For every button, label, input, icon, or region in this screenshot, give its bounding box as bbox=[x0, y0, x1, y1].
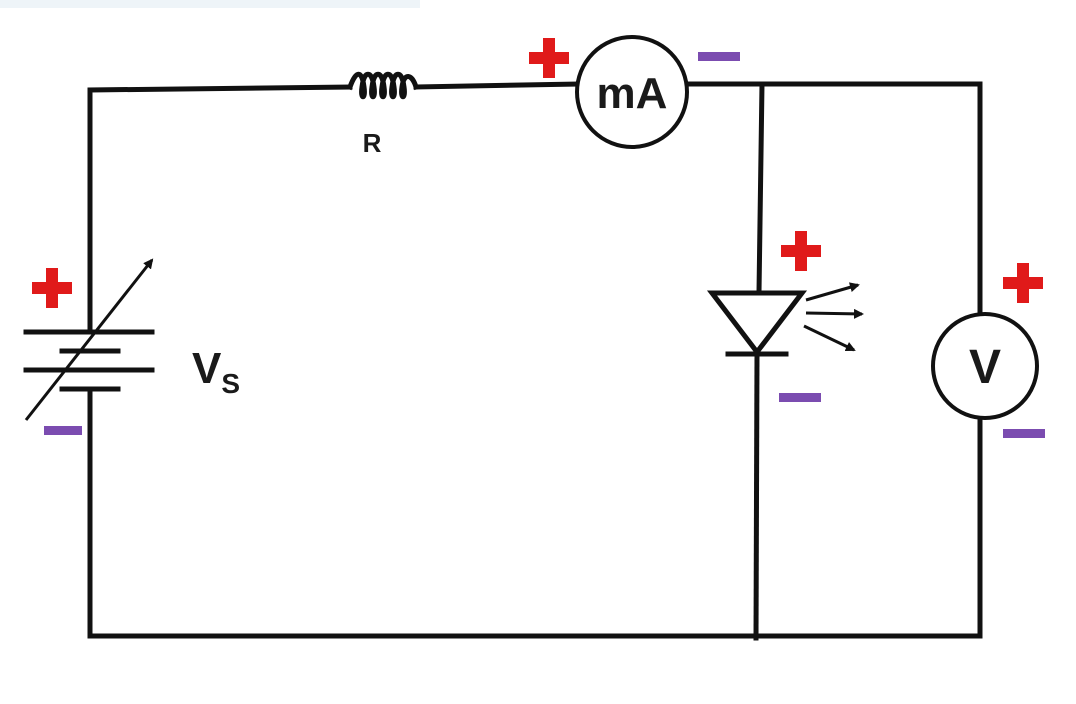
resistor-symbol bbox=[346, 71, 420, 100]
light-ray-icon-3 bbox=[803, 324, 856, 352]
polarity-markers bbox=[32, 38, 1045, 438]
voltmeter-symbol: V bbox=[931, 312, 1039, 420]
top-decoration bbox=[0, 0, 420, 8]
minus-icon-led bbox=[779, 393, 821, 402]
minus-icon-ammeter bbox=[698, 52, 740, 61]
wire-bottom bbox=[87, 389, 983, 639]
wire-resistor-to-ammeter bbox=[413, 81, 580, 90]
resistor-label: R bbox=[363, 128, 382, 158]
light-ray-icon-2 bbox=[805, 308, 864, 319]
minus-icon-source bbox=[44, 426, 82, 435]
plus-icon-led bbox=[781, 231, 821, 271]
wire-led-top bbox=[756, 81, 765, 295]
circuit-wires bbox=[87, 81, 983, 641]
ammeter-label: mA bbox=[597, 69, 668, 118]
voltmeter-label: V bbox=[969, 341, 1001, 394]
plus-icon-voltmeter bbox=[1003, 263, 1043, 303]
plus-icon-source bbox=[32, 268, 72, 308]
wire-led-bottom bbox=[753, 351, 760, 641]
led-triangle bbox=[706, 290, 808, 357]
variable-source-symbol bbox=[23, 258, 155, 421]
plus-icon-ammeter bbox=[529, 38, 569, 78]
wire-top-left bbox=[87, 84, 353, 333]
light-ray-icon-1 bbox=[805, 282, 860, 302]
led-symbol bbox=[706, 282, 864, 357]
variable-arrow-icon bbox=[24, 258, 154, 421]
minus-icon-voltmeter bbox=[1003, 429, 1045, 438]
ammeter-symbol: mA bbox=[575, 35, 689, 149]
source-label: VS bbox=[192, 344, 240, 399]
